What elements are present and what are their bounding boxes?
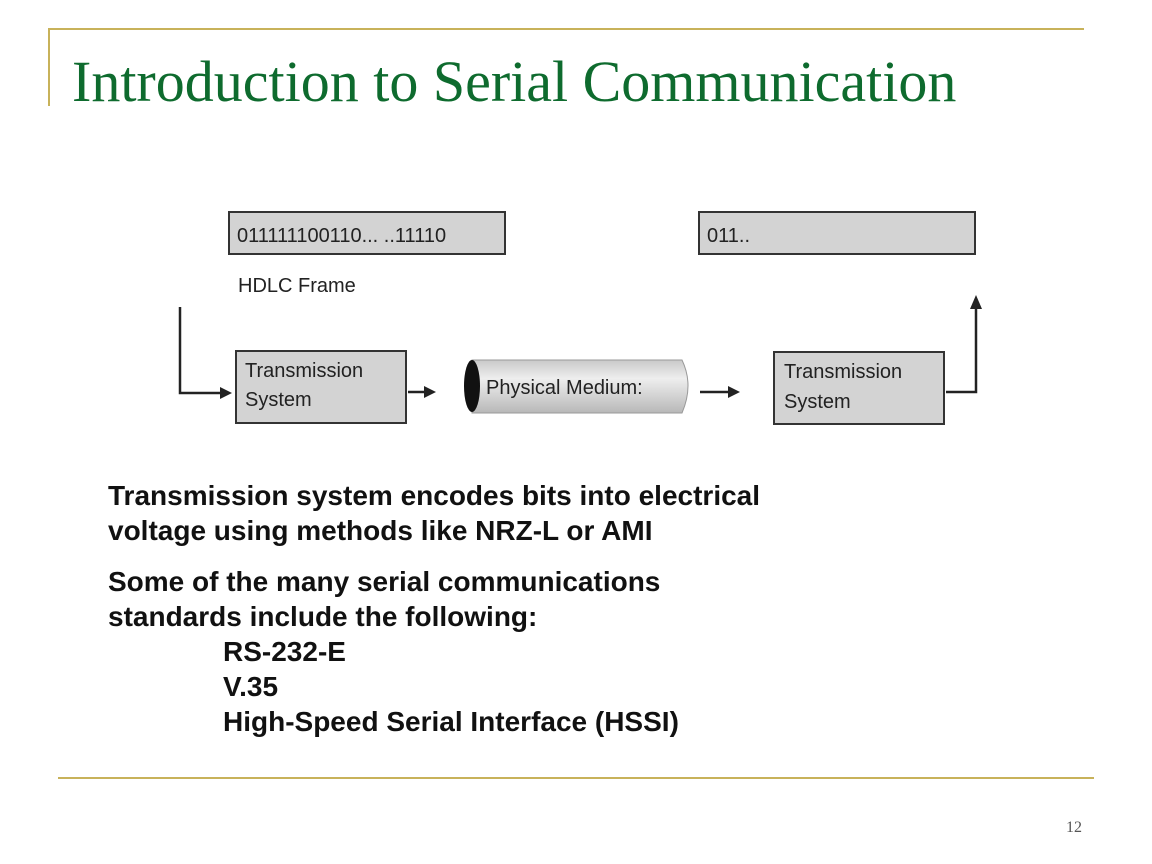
standards-intro-line: Some of the many serial communications (108, 566, 661, 597)
standard-item: V.35 (223, 671, 279, 702)
receiver-output-arrow (946, 309, 978, 394)
physical-medium-cylinder (471, 359, 689, 414)
sender-bits-box (228, 211, 506, 255)
encoding-paragraph: Transmission system encodes bits into el… (108, 478, 1048, 548)
standard-item: RS-232-E (223, 636, 346, 667)
sender-to-medium-arrow-head (424, 386, 436, 398)
standards-intro-paragraph: Some of the many serial communications s… (108, 564, 1048, 634)
physical-medium-cylinder-end (464, 360, 480, 412)
slide-body: Transmission system encodes bits into el… (108, 478, 1048, 739)
medium-to-receiver-arrow-head (728, 386, 740, 398)
encoding-paragraph-line: Transmission system encodes bits into el… (108, 480, 761, 511)
receiver-bits-box (698, 211, 976, 255)
sender-transmission-line2: System (245, 389, 312, 411)
hdlc-frame-label: HDLC Frame (238, 275, 356, 297)
receiver-transmission-line2: System (784, 391, 851, 413)
sender-input-arrow-head (220, 387, 232, 399)
standard-item: High-Speed Serial Interface (HSSI) (223, 706, 679, 737)
receiver-bits-text: 011.. (707, 225, 750, 247)
receiver-transmission-box (773, 351, 945, 425)
sender-transmission-box (235, 350, 407, 424)
encoding-paragraph-line: voltage using methods like NRZ-L or AMI (108, 515, 653, 546)
standards-list: RS-232-E V.35 High-Speed Serial Interfac… (108, 634, 1048, 739)
top-rule (48, 28, 1084, 30)
sender-input-arrow (178, 307, 222, 395)
left-rule (48, 28, 50, 106)
sender-transmission-line1: Transmission (245, 360, 363, 382)
receiver-transmission-line1: Transmission (784, 361, 902, 383)
physical-medium-label: Physical Medium: (486, 377, 643, 399)
standards-intro-line: standards include the following: (108, 601, 538, 632)
sender-bits-text: 011111100110... ..11110 (237, 225, 446, 247)
bottom-rule (58, 777, 1094, 779)
page-number: 12 (1066, 819, 1082, 836)
receiver-output-arrow-head (970, 295, 982, 309)
serial-communication-diagram: 011111100110... ..11110 HDLC Frame 011..… (178, 211, 982, 425)
slide-title: Introduction to Serial Communication (72, 49, 957, 114)
